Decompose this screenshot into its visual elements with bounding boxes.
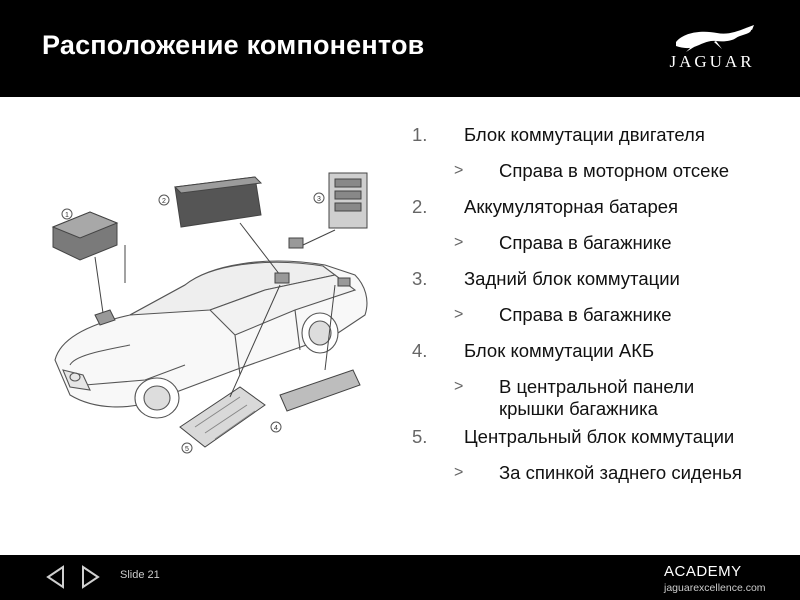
slide-number: Slide 21	[120, 569, 160, 581]
item-detail: Справа в багажнике	[499, 304, 672, 326]
callout-4: 4	[274, 425, 278, 432]
sub-marker: >	[454, 462, 463, 484]
item-detail: Справа в моторном отсеке	[499, 160, 729, 182]
item-number: 1.	[412, 124, 427, 146]
item-detail: В центральной панели крышки багажника	[499, 376, 694, 420]
list-subitem: > Справа в багажнике	[400, 298, 795, 334]
item-detail: За спинкой заднего сиденья	[499, 462, 742, 484]
list-item: 2. Аккумуляторная батарея	[400, 190, 795, 226]
item-title: Центральный блок коммутации	[464, 426, 734, 448]
list-item: 1. Блок коммутации двигателя	[400, 118, 795, 154]
component-list: 1. Блок коммутации двигателя > Справа в …	[400, 118, 795, 492]
item-detail-line-2: крышки багажника	[499, 398, 658, 419]
sub-marker: >	[454, 160, 463, 182]
item-number: 2.	[412, 196, 427, 218]
slide-header: Расположение компонентов JAGUAR	[0, 0, 800, 97]
component-2-battery	[175, 177, 280, 275]
item-number: 3.	[412, 268, 427, 290]
component-1-engine-fuse-box	[53, 212, 117, 325]
list-subitem: > Справа в моторном отсеке	[400, 154, 795, 190]
triangle-left-icon	[43, 564, 69, 590]
callout-5: 5	[185, 446, 189, 453]
list-subitem: > Справа в багажнике	[400, 226, 795, 262]
item-title: Блок коммутации АКБ	[464, 340, 654, 362]
item-title: Блок коммутации двигателя	[464, 124, 705, 146]
previous-slide-button[interactable]	[43, 564, 69, 590]
item-number: 5.	[412, 426, 427, 448]
list-subitem: > В центральной панели крышки багажника	[400, 370, 795, 420]
item-number: 4.	[412, 340, 427, 362]
sub-marker: >	[454, 376, 463, 398]
next-slide-button[interactable]	[77, 564, 103, 590]
callout-2: 2	[162, 198, 166, 205]
slide-title: Расположение компонентов	[42, 30, 424, 61]
academy-label: ACADEMY	[664, 563, 742, 580]
component-location-diagram: 1 2 3 4 5	[35, 165, 380, 465]
item-detail: Справа в багажнике	[499, 232, 672, 254]
triangle-right-icon	[77, 564, 103, 590]
list-item: 5. Центральный блок коммутации	[400, 420, 795, 456]
item-title: Задний блок коммутации	[464, 268, 680, 290]
callout-1: 1	[65, 212, 69, 219]
jaguar-logo: JAGUAR	[662, 22, 762, 77]
item-detail-line-1: В центральной панели	[499, 376, 694, 397]
list-item: 3. Задний блок коммутации	[400, 262, 795, 298]
sub-marker: >	[454, 232, 463, 254]
sub-marker: >	[454, 304, 463, 326]
slide-footer: Slide 21 ACADEMY jaguarexcellence.com	[0, 555, 800, 600]
component-3-rear-fuse-box	[289, 173, 367, 248]
callout-3: 3	[317, 196, 321, 203]
leaping-cat-icon	[662, 22, 762, 54]
list-item: 4. Блок коммутации АКБ	[400, 334, 795, 370]
brand-wordmark: JAGUAR	[662, 52, 762, 72]
item-title: Аккумуляторная батарея	[464, 196, 678, 218]
list-subitem: > За спинкой заднего сиденья	[400, 456, 795, 492]
academy-url: jaguarexcellence.com	[664, 582, 766, 594]
